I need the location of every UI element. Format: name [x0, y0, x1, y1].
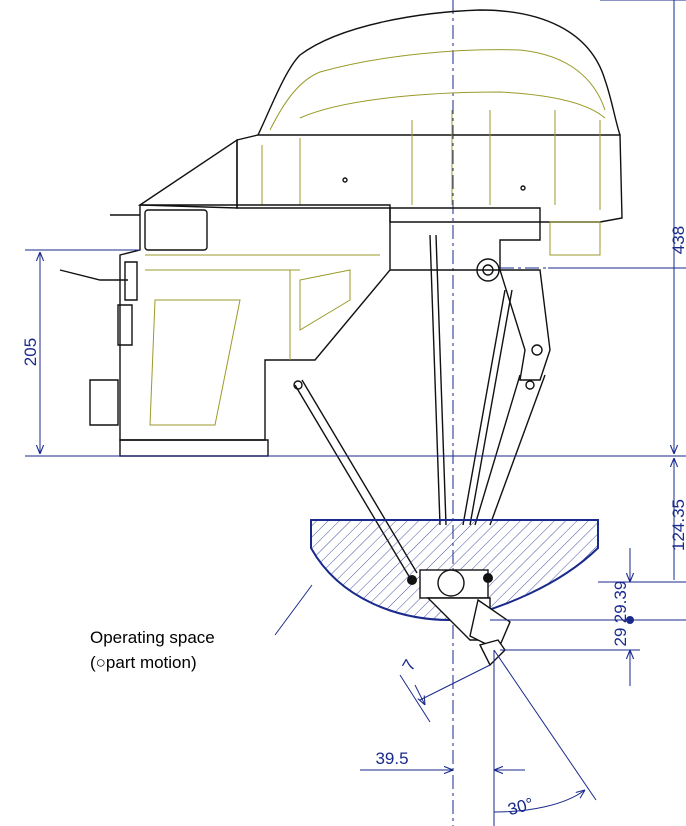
operating-space-label: Operating space	[90, 628, 215, 647]
dimension-438: 438	[669, 226, 686, 254]
dimension-29-39-a: 29.39	[611, 581, 630, 624]
dimension-29-39-b: 29	[611, 628, 630, 647]
dimension-lines	[25, 0, 686, 826]
dimension-angle-30: 30°	[506, 794, 536, 819]
end-effector	[407, 569, 511, 667]
dimension-205: 205	[21, 338, 40, 366]
dimension-39-5: 39.5	[375, 749, 408, 768]
dimension-124-35: 124.35	[669, 499, 686, 551]
robot-base	[59, 9, 623, 457]
operating-space-sublabel: (○part motion)	[90, 653, 197, 672]
dimension-7: 7	[399, 656, 420, 674]
